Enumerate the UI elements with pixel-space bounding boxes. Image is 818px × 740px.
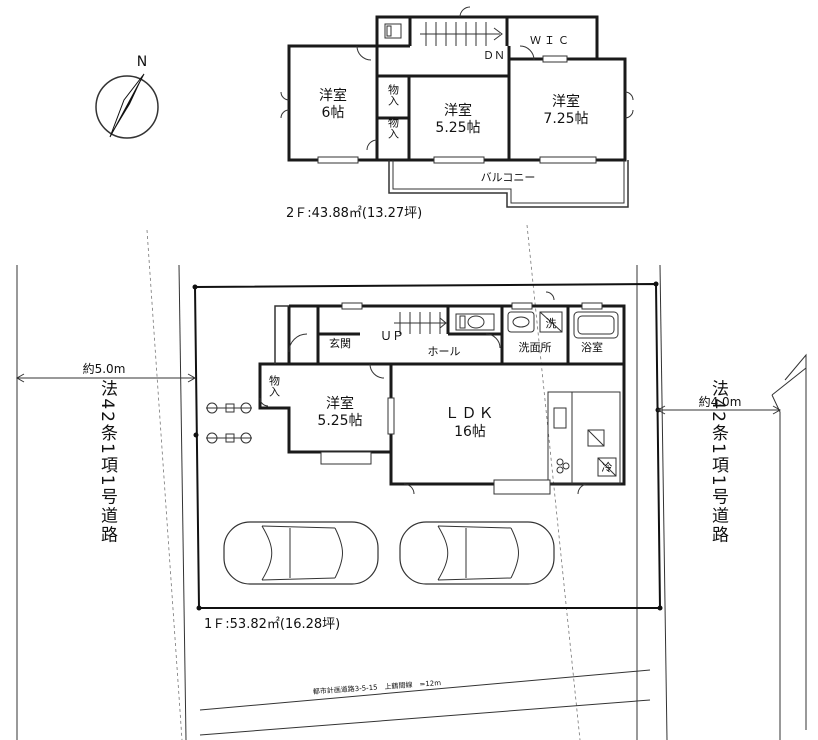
sink-icon [507, 311, 535, 333]
bottom-road-label: 都市計画道路3-5-15 上鶴間線 =12m [313, 678, 442, 696]
floor1-area-label: 1Ｆ:53.82㎡(16.28坪) [204, 617, 340, 632]
bath-label: 浴室 [581, 340, 603, 354]
fridge-icon [597, 457, 617, 477]
room-name: 洋室 [319, 87, 347, 104]
room-name: 洋室 [326, 395, 354, 412]
door-swing [459, 6, 471, 18]
bicycle-icon [206, 432, 252, 444]
left-exterior-wall [287, 44, 509, 162]
washer-label: 洗 [546, 317, 557, 330]
stairs-icon [394, 312, 447, 334]
first-floor-plan: 洗 物入 冷 玄関 ＵＰ ホール 洗面所 浴 [204, 291, 626, 632]
wic-label: ＷＩＣ [530, 34, 572, 47]
range-hood-icon [587, 429, 605, 447]
room-size: 5.25帖 [317, 413, 362, 429]
window [317, 156, 359, 164]
toilet-room [455, 313, 495, 331]
ldk-size: 16帖 [454, 424, 486, 440]
left-road-label: 法42条1項1号道路 [97, 379, 118, 544]
right-road-label: 法42条1項1号道路 [708, 379, 729, 544]
site-boundaries: 約5.0m 約4.0m 法42条1項1号道路 法42条1項1号道路 都市計画道路… [15, 224, 807, 740]
compass-circle [95, 75, 159, 139]
entrance-label: 玄関 [329, 336, 351, 350]
storage-label: 物入 [268, 374, 281, 397]
window [320, 451, 372, 465]
ldk-label: ＬＤＫ [444, 404, 495, 422]
storage-label: 物入 [387, 83, 400, 106]
toilet-icon [459, 315, 466, 329]
room-name: 洋室 [444, 102, 472, 119]
left-distance-label: 約5.0m [83, 361, 126, 376]
entrance-door-swing [288, 333, 308, 353]
car-icon [223, 521, 379, 585]
right-distance-label: 約4.0m [699, 394, 742, 409]
bicycle-icon [206, 402, 252, 414]
room-size: 6帖 [322, 105, 345, 121]
car-icon [399, 521, 555, 585]
balcony [388, 160, 629, 208]
stove-icon [556, 458, 564, 466]
compass: N [95, 54, 159, 139]
second-floor-plan: 洋室 6帖 洋室 5.25帖 洋室 7.25帖 物入 物入 ＷＩＣ ＤＮ バルコ… [280, 6, 634, 221]
stairs-icon [420, 22, 503, 46]
floor2-area-label: 2Ｆ:43.88㎡(13.27坪) [286, 206, 422, 221]
storage-label: 物入 [387, 116, 400, 139]
1f-exterior-wall-bottom-left [258, 306, 552, 486]
kitchen-counter [547, 391, 573, 485]
toilet-icon [384, 23, 402, 39]
porch [274, 305, 289, 364]
hall-label: ホール [428, 345, 461, 358]
room-size: 5.25帖 [435, 120, 480, 136]
room-size: 7.25帖 [543, 111, 588, 127]
bathtub-icon [573, 311, 619, 339]
down-label: ＤＮ [483, 49, 505, 62]
washing-machine-icon [539, 311, 563, 333]
north-label: N [137, 54, 147, 70]
stair-block-wall [375, 15, 509, 46]
room-name: 洋室 [552, 93, 580, 110]
wic-wall [507, 15, 599, 59]
up-label: ＵＰ [380, 329, 404, 343]
washroom-label: 洗面所 [519, 341, 552, 354]
fridge-label: 冷 [602, 461, 613, 474]
kitchen-sink-icon [553, 407, 567, 429]
balcony-label: バルコニー [481, 171, 536, 184]
